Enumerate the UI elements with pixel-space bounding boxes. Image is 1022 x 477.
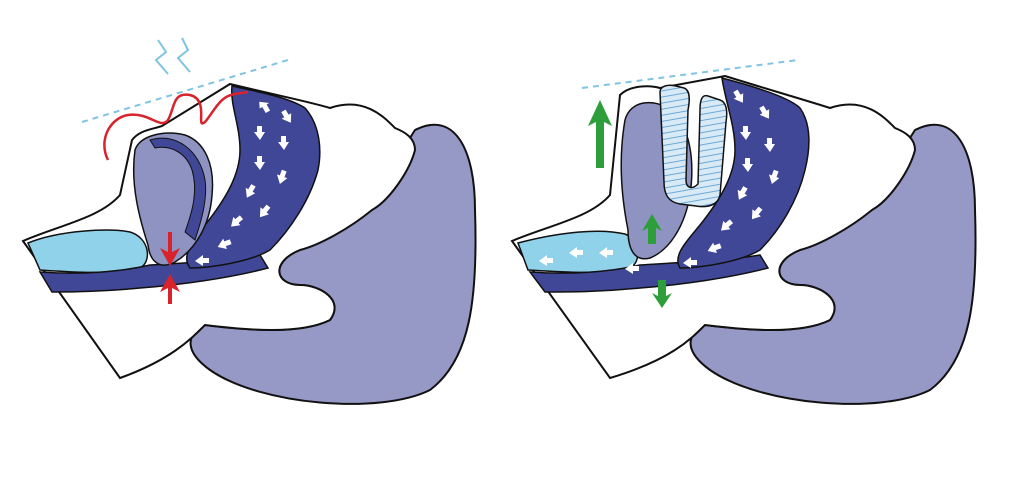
red-arrow-up-icon xyxy=(160,274,180,304)
airflow-arrow-icon xyxy=(721,219,734,231)
soft-palate xyxy=(149,137,207,241)
airflow-arrow-icon xyxy=(259,101,271,114)
airflow-arrow-icon xyxy=(278,136,289,150)
airflow-arrow-icon xyxy=(707,242,722,253)
airflow-arrow-icon xyxy=(281,109,292,123)
airflow-arrow-icon xyxy=(737,186,748,200)
airflow-arrow-icon xyxy=(217,238,232,249)
airflow-arrow-icon xyxy=(195,255,209,266)
airflow-arrow-icon xyxy=(759,105,770,119)
airflow-arrow-icon xyxy=(539,255,553,266)
airflow-arrow-icon xyxy=(231,215,244,227)
airflow-arrows xyxy=(195,101,292,266)
airflow-arrow-icon xyxy=(683,257,697,268)
airflow-arrow-icon xyxy=(733,89,744,103)
airflow-arrow-icon xyxy=(625,263,639,274)
snore-line xyxy=(103,90,249,161)
airflow-arrow-icon xyxy=(764,138,775,152)
airflow-arrow-icon xyxy=(254,156,265,170)
airway-region xyxy=(677,76,810,269)
airflow-arrows xyxy=(539,89,780,274)
airflow-arrow-icon xyxy=(768,169,780,184)
airflow-arrow-icon xyxy=(751,206,763,220)
airflow-arrow-icon xyxy=(569,247,583,258)
airflow-arrow-icon xyxy=(254,126,265,140)
green-arrow-down-icon xyxy=(652,280,672,308)
vibration-icon xyxy=(154,37,191,75)
saliva-area xyxy=(26,229,149,274)
airway-region xyxy=(185,85,321,269)
green-arrow-up-icon xyxy=(642,214,662,244)
green-arrow-up-icon xyxy=(588,100,612,168)
panel-with-device xyxy=(510,59,977,405)
dashed-reference-line xyxy=(81,59,289,123)
red-arrow-down-icon xyxy=(160,232,180,266)
airflow-arrow-icon xyxy=(259,204,271,218)
panel-without-device xyxy=(21,37,477,405)
dashed-reference-line xyxy=(581,59,799,89)
airflow-arrow-icon xyxy=(276,169,288,184)
airflow-arrow-icon xyxy=(742,158,753,172)
oral-device xyxy=(659,84,728,208)
airflow-arrow-icon xyxy=(245,184,256,198)
airflow-arrow-icon xyxy=(599,247,613,258)
airflow-arrow-icon xyxy=(740,126,751,140)
